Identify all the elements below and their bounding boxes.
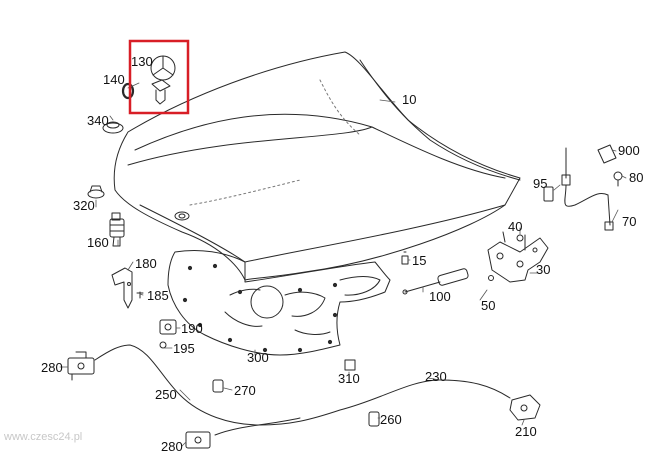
label-50: 50 [481, 298, 495, 313]
latch-top-part [67, 351, 95, 381]
label-140: 140 [103, 72, 125, 87]
lock-pin-part [109, 212, 125, 247]
label-95: 95 [533, 176, 547, 191]
label-310: 310 [338, 371, 360, 386]
seal-ring [121, 82, 135, 100]
insulation-mat [167, 249, 391, 356]
label-160: 160 [87, 235, 109, 250]
label-195: 195 [173, 341, 195, 356]
label-900: 900 [618, 143, 640, 158]
hinge-bracket-part [111, 267, 144, 309]
label-270: 270 [234, 383, 256, 398]
label-260: 260 [380, 412, 402, 427]
clip-310-part [344, 359, 356, 371]
latch-bottom-part [185, 431, 211, 449]
watermark-text: www.czesc24.pl [3, 431, 82, 443]
hood-panel [113, 51, 521, 281]
label-300: 300 [247, 350, 269, 365]
gas-strut-part [402, 268, 469, 295]
label-80: 80 [629, 170, 643, 185]
washer-nozzle-part [543, 144, 623, 231]
label-100: 100 [429, 289, 451, 304]
buffer-part [87, 185, 105, 199]
label-230: 230 [425, 369, 447, 384]
highlight-box [128, 39, 190, 115]
clip-270-part [212, 379, 224, 393]
label-180: 180 [135, 256, 157, 271]
label-130: 130 [131, 54, 153, 69]
label-40: 40 [508, 219, 522, 234]
clip-15-part [401, 251, 409, 265]
grommet-part [102, 121, 124, 134]
label-10: 10 [402, 92, 416, 107]
clip-260-part [368, 411, 380, 427]
label-280-top: 280 [41, 360, 63, 375]
clip-part [159, 319, 177, 349]
release-handle-part [509, 394, 541, 421]
label-210: 210 [515, 424, 537, 439]
star-emblem-part [150, 55, 176, 105]
label-185: 185 [147, 288, 169, 303]
label-340: 340 [87, 113, 109, 128]
label-250: 250 [155, 387, 177, 402]
part-labels: 10 15 30 40 50 70 80 95 100 130 140 160 … [41, 54, 643, 454]
hood-hinge-part [487, 231, 549, 283]
label-320: 320 [73, 198, 95, 213]
label-280-bottom: 280 [161, 439, 183, 454]
label-190: 190 [181, 321, 203, 336]
label-15: 15 [412, 253, 426, 268]
label-30: 30 [536, 262, 550, 277]
label-70: 70 [622, 214, 636, 229]
